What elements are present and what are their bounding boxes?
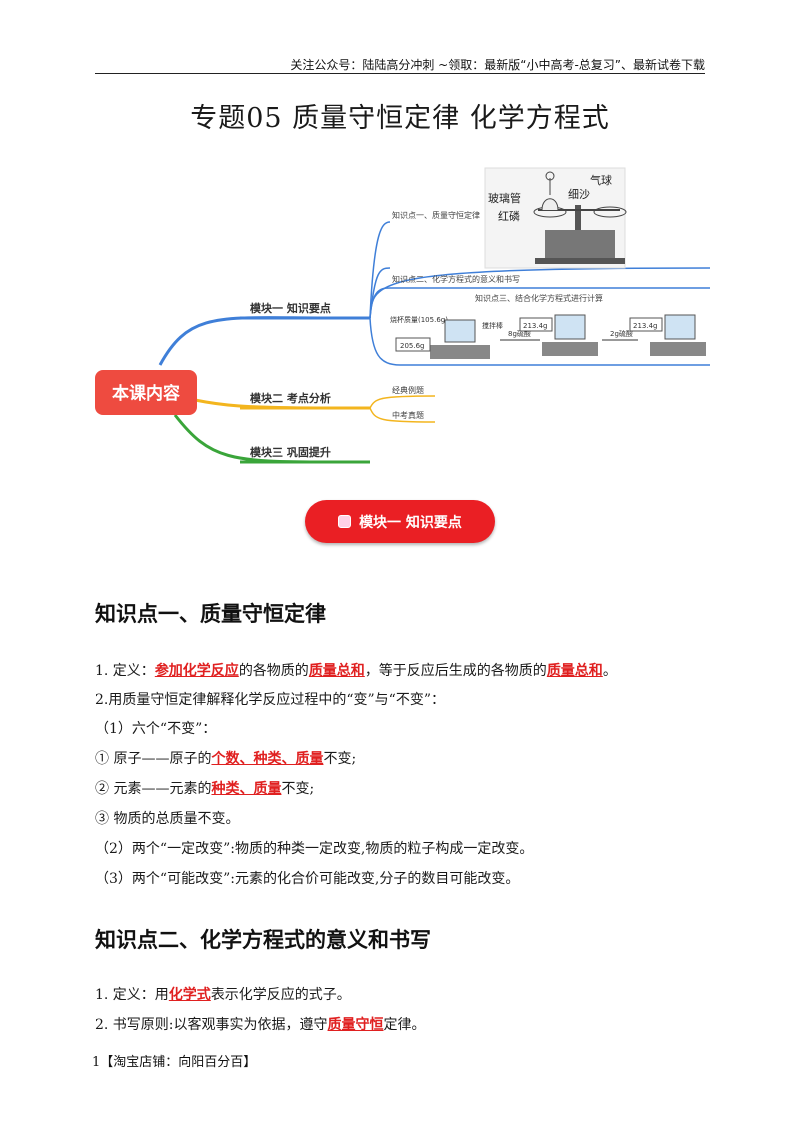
content-line: 2.用质量守恒定律解释化学反应过程中的“变”与“不变”： xyxy=(95,691,445,709)
line-text: 不变; xyxy=(323,751,357,767)
content-line: ① 原子——原子的个数、种类、质量不变; xyxy=(95,750,356,768)
highlight-text: 质量总和 xyxy=(308,663,365,679)
sub-curve-g xyxy=(369,407,436,423)
line-text: 1. 定义：用 xyxy=(95,987,169,1003)
page-title: 专题05 质量守恒定律 化学方程式 xyxy=(190,103,610,134)
svg-text:气球: 气球 xyxy=(590,173,612,187)
flower-icon xyxy=(338,515,352,528)
sub-curve-c xyxy=(369,287,710,319)
sub-curve-d xyxy=(369,317,710,366)
svg-text:8g硫酸: 8g硫酸 xyxy=(508,329,531,338)
sub-curve-e xyxy=(369,221,391,319)
page-header: 关注公众号：陆陆高分冲刺 ~领取：最新版“小中高考-总复习”、最新试卷下载 xyxy=(290,58,705,72)
line-text: 2. 书写原则:以客观事实为依据，遵守 xyxy=(95,1017,328,1033)
sub-label-1: 知识点一、质量守恒定律 xyxy=(392,210,480,220)
section-title-1: 知识点一、质量守恒定律 xyxy=(95,602,326,626)
branch-label-3: 模块三 巩固提升 xyxy=(250,445,331,459)
header-rule xyxy=(95,73,705,74)
content-line: 1. 定义：参加化学反应的各物质的质量总和，等于反应后生成的各物质的质量总和。 xyxy=(95,662,617,680)
svg-text:烧杯质量(105.6g): 烧杯质量(105.6g) xyxy=(390,315,448,324)
line-text: ① 原子——原子的 xyxy=(95,751,212,767)
apparatus-image: 气球 细沙 玻璃管 红磷 xyxy=(484,167,627,269)
line-text: ，等于反应后生成的各物质的 xyxy=(364,663,547,679)
line-text: 表示化学反应的式子。 xyxy=(210,987,351,1003)
branch-curve-1 xyxy=(158,316,331,366)
line-text: 1. 定义： xyxy=(95,663,155,679)
content-line: 1. 定义：用化学式表示化学反应的式子。 xyxy=(95,986,351,1004)
content-line: ③ 物质的总质量不变。 xyxy=(95,810,239,828)
content-line: （1）六个“不变”： xyxy=(95,720,216,738)
page-footer: 1【淘宝店铺：向阳百分百】 xyxy=(92,1055,257,1070)
section-title-2: 知识点二、化学方程式的意义和书写 xyxy=(95,928,431,952)
sub-label-exam: 中考真题 xyxy=(392,410,424,420)
content-line: ② 元素——元素的种类、质量不变; xyxy=(95,780,314,798)
line-text: （3）两个“可能改变”:元素的化合价可能改变,分子的数目可能改变。 xyxy=(95,871,520,887)
line-text: 的各物质的 xyxy=(238,663,309,679)
root-label: 本课内容 xyxy=(112,383,180,404)
line-text: （1）六个“不变”： xyxy=(95,721,217,737)
line-text: ③ 物质的总质量不变。 xyxy=(95,811,240,827)
line-text: ② 元素——元素的 xyxy=(95,781,212,797)
balance-sequence: 烧杯质量(105.6g) 搅拌棒 205.6g 8g硫酸 213.4g 2g硫酸… xyxy=(390,314,706,359)
line-text: 2.用质量守恒定律解释化学反应过程中的“变”与“不变”： xyxy=(95,692,445,708)
highlight-text: 质量总和 xyxy=(546,663,603,679)
mind-map: 本课内容 模块一 知识要点 模块二 考点分析 模块三 巩固提升 知识点一、质量守… xyxy=(95,167,710,464)
highlight-text: 化学式 xyxy=(168,987,211,1003)
svg-text:细沙: 细沙 xyxy=(568,188,590,201)
line-text: 定律。 xyxy=(383,1017,426,1033)
branch-label-1: 模块一 知识要点 xyxy=(250,301,331,315)
svg-text:搅拌棒: 搅拌棒 xyxy=(482,321,503,330)
content-line: （2）两个“一定改变”:物质的种类一定改变,物质的粒子构成一定改变。 xyxy=(95,840,533,858)
sub-label-2: 知识点二、化学方程式的意义和书写 xyxy=(392,274,520,284)
module-one-button[interactable]: 模块一 知识要点 xyxy=(305,500,495,543)
line-text: （2）两个“一定改变”:物质的种类一定改变,物质的粒子构成一定改变。 xyxy=(95,841,534,857)
svg-text:205.6g: 205.6g xyxy=(400,342,424,350)
module-one-label: 模块一 知识要点 xyxy=(359,514,462,531)
sub-label-example: 经典例题 xyxy=(392,385,424,395)
root-node xyxy=(95,370,197,415)
highlight-text: 参加化学反应 xyxy=(154,663,239,679)
sub-curve-f xyxy=(369,395,436,409)
highlight-text: 个数、种类、质量 xyxy=(211,751,324,767)
highlight-text: 种类、质量 xyxy=(211,781,282,797)
line-text: 。 xyxy=(602,663,617,679)
svg-text:213.4g: 213.4g xyxy=(633,322,657,330)
svg-text:玻璃管: 玻璃管 xyxy=(488,191,521,205)
svg-text:红磷: 红磷 xyxy=(498,210,520,223)
branch-label-2: 模块二 考点分析 xyxy=(250,391,331,405)
line-text: 不变; xyxy=(281,781,315,797)
content-line: 2. 书写原则:以客观事实为依据，遵守质量守恒定律。 xyxy=(95,1016,426,1034)
highlight-text: 质量守恒 xyxy=(327,1017,384,1033)
svg-text:213.4g: 213.4g xyxy=(523,322,547,330)
content-line: （3）两个“可能改变”:元素的化合价可能改变,分子的数目可能改变。 xyxy=(95,870,519,888)
sub-label-3: 知识点三、结合化学方程式进行计算 xyxy=(475,293,603,303)
svg-text:2g硫酸: 2g硫酸 xyxy=(610,329,633,338)
